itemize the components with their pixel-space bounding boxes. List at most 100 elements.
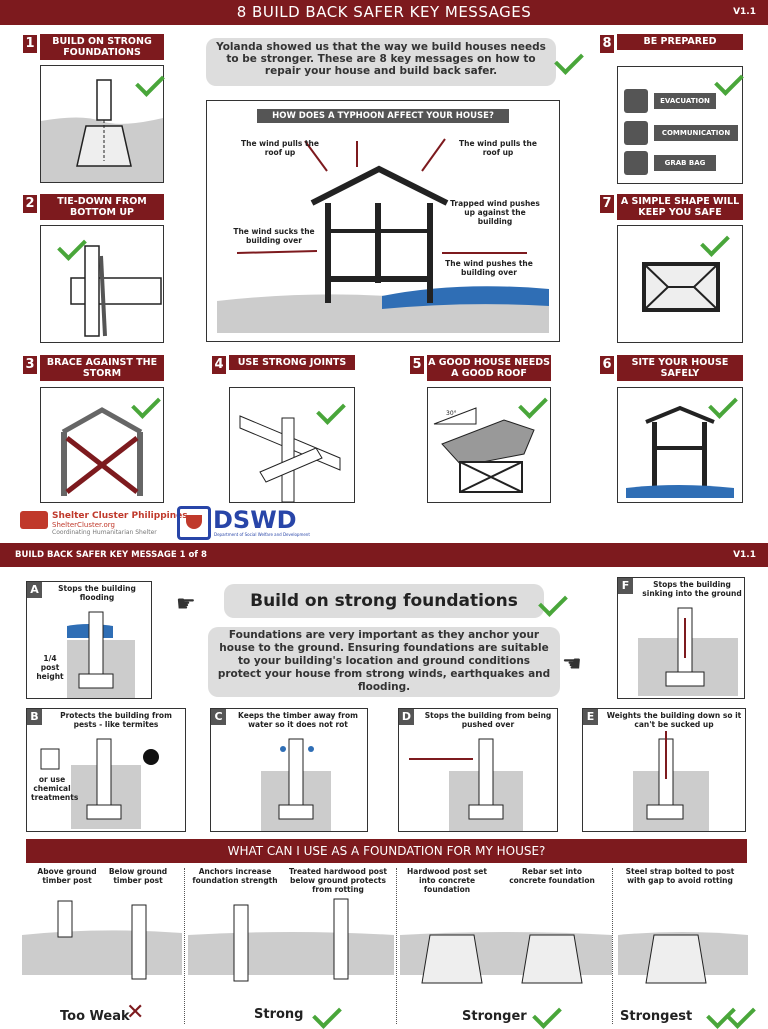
section2-version: V1.1	[733, 550, 756, 560]
panel-f-illustration	[638, 607, 738, 696]
prepared-panel: EVACUATION COMMUNICATION GRAB BAG	[617, 66, 744, 184]
roof-illustration	[433, 407, 535, 493]
roof-angle: 30°	[446, 410, 457, 417]
panel-d-caption: Stops the building from being pushed ove…	[424, 711, 552, 729]
message-2-label: TIE-DOWN FROM BOTTOM UP	[40, 194, 164, 220]
panel-d-letter: D	[399, 709, 414, 725]
panel-a-letter: A	[27, 582, 42, 598]
panel-b-note: or use chemical treatments	[31, 775, 79, 802]
panel-c: C Keeps the timber away from water so it…	[210, 708, 368, 832]
typhoon-panel: HOW DOES A TYPHOON AFFECT YOUR HOUSE? Th…	[206, 100, 560, 342]
section2-title: BUILD BACK SAFER KEY MESSAGE 1 of 8	[15, 550, 207, 560]
panel-d: D Stops the building from being pushed o…	[398, 708, 558, 832]
typhoon-label-4: Trapped wind pushes up against the build…	[450, 199, 540, 226]
panel-e: E Weights the building down so it can't …	[582, 708, 746, 832]
panel-c-illustration	[261, 738, 331, 831]
communication-tag: COMMUNICATION	[654, 125, 738, 141]
message-3-label: BRACE AGAINST THE STORM	[40, 355, 164, 381]
pointing-hand-icon: ☛	[562, 652, 582, 677]
panel-c-caption: Keeps the timber away from water so it d…	[238, 711, 358, 729]
panel-e-illustration	[633, 731, 709, 831]
message-3-number: 3	[23, 356, 37, 374]
tie-down-panel	[40, 225, 164, 343]
option-2-label: Below ground timber post	[108, 867, 168, 885]
foundation-illustration	[41, 79, 163, 182]
panel-d-illustration	[409, 738, 523, 831]
typhoon-label-1: The wind pulls the roof up	[241, 139, 319, 157]
check-icon	[554, 45, 584, 75]
evacuation-tag: EVACUATION	[654, 93, 716, 109]
grade-too-weak: Too Weak	[60, 1009, 130, 1024]
message-6-label: SITE YOUR HOUSE SAFELY	[617, 355, 743, 381]
foundation-panel	[40, 65, 165, 183]
header-bar: 8 BUILD BACK SAFER KEY MESSAGES V1.1	[0, 0, 768, 25]
cross-icon: ✕	[126, 1000, 145, 1025]
panel-e-letter: E	[583, 709, 598, 725]
message-8-number: 8	[600, 35, 614, 53]
pointing-hand-icon: ☛	[176, 592, 196, 617]
typhoon-label-5: The wind pushes the building over	[445, 259, 533, 277]
site-illustration	[626, 405, 734, 498]
tie-down-illustration	[70, 245, 162, 337]
message-4-number: 4	[212, 356, 226, 374]
panel-a: A Stops the building flooding 1/4 post h…	[26, 581, 152, 699]
grab-bag-icon	[624, 151, 648, 175]
section2-bar: BUILD BACK SAFER KEY MESSAGE 1 of 8 V1.1	[0, 543, 768, 567]
message-4-label: USE STRONG JOINTS	[229, 355, 355, 370]
message-5-number: 5	[410, 356, 424, 374]
message-1-label: BUILD ON STRONG FOUNDATIONS	[40, 34, 164, 60]
foundation-options-title: WHAT CAN I USE AS A FOUNDATION FOR MY HO…	[26, 839, 747, 863]
typhoon-label-2: The wind pulls the roof up	[459, 139, 537, 157]
joints-panel	[229, 387, 355, 503]
message-7-number: 7	[600, 195, 614, 213]
page-title: 8 BUILD BACK SAFER KEY MESSAGES	[236, 3, 532, 21]
simple-shape-illustration	[642, 262, 720, 312]
panel-b: B Protects the building from pests - lik…	[26, 708, 186, 832]
typhoon-label-3: The wind sucks the building over	[233, 227, 315, 245]
shelter-cluster-tagline: Coordinating Humanitarian Shelter	[52, 529, 157, 536]
dswd-subtitle: Department of Social Welfare and Develop…	[214, 532, 310, 537]
version-label: V1.1	[733, 7, 756, 17]
panel-a-illustration	[67, 611, 135, 698]
shelter-cluster-name: Shelter Cluster Philippines	[52, 511, 188, 521]
grade-strong: Strong	[254, 1007, 304, 1022]
typhoon-illustration	[217, 138, 549, 333]
brace-panel	[40, 387, 164, 503]
dswd-wordmark: DSWD	[213, 506, 297, 534]
section2-body: Foundations are very important as they a…	[208, 627, 560, 697]
message-2-number: 2	[23, 195, 37, 213]
panel-b-illustration	[40, 738, 159, 829]
divider	[612, 868, 613, 1024]
typhoon-title: HOW DOES A TYPHOON AFFECT YOUR HOUSE?	[257, 109, 509, 123]
grab-bag-tag: GRAB BAG	[654, 155, 716, 171]
panel-b-letter: B	[27, 709, 42, 725]
message-6-number: 6	[600, 356, 614, 374]
option-3-label: Anchors increase foundation strength	[192, 867, 278, 885]
dswd-logo	[177, 506, 211, 540]
shelter-cluster-url: ShelterCluster.org	[52, 521, 115, 529]
brace-illustration	[61, 407, 143, 496]
message-1-number: 1	[23, 35, 37, 53]
divider	[184, 868, 185, 1024]
shelter-cluster-logo	[20, 511, 48, 529]
option-1-label: Above ground timber post	[37, 867, 97, 885]
option-7-label: Steel strap bolted to post with gap to a…	[625, 867, 735, 885]
panel-f: F Stops the building sinking into the gr…	[617, 577, 745, 699]
site-panel	[617, 387, 743, 503]
roof-panel: 30°	[427, 387, 551, 503]
grade-stronger: Stronger	[462, 1009, 527, 1024]
panel-c-letter: C	[211, 709, 226, 725]
evacuation-icon	[624, 89, 648, 113]
communication-icon	[624, 121, 648, 145]
grade-strongest: Strongest	[620, 1009, 693, 1024]
message-8-label: BE PREPARED	[617, 34, 743, 50]
message-7-label: A SIMPLE SHAPE WILL KEEP YOU SAFE	[617, 194, 743, 220]
option-5-label: Hardwood post set into concrete foundati…	[407, 867, 487, 894]
joints-illustration	[239, 415, 341, 503]
simple-shape-panel	[617, 225, 743, 343]
intro-text: Yolanda showed us that the way we build …	[206, 38, 556, 86]
check-icon	[714, 66, 744, 96]
option-4-label: Treated hardwood post below ground prote…	[288, 867, 388, 894]
option-6-label: Rebar set into concrete foundation	[509, 867, 595, 885]
panel-f-caption: Stops the building sinking into the grou…	[642, 580, 742, 598]
